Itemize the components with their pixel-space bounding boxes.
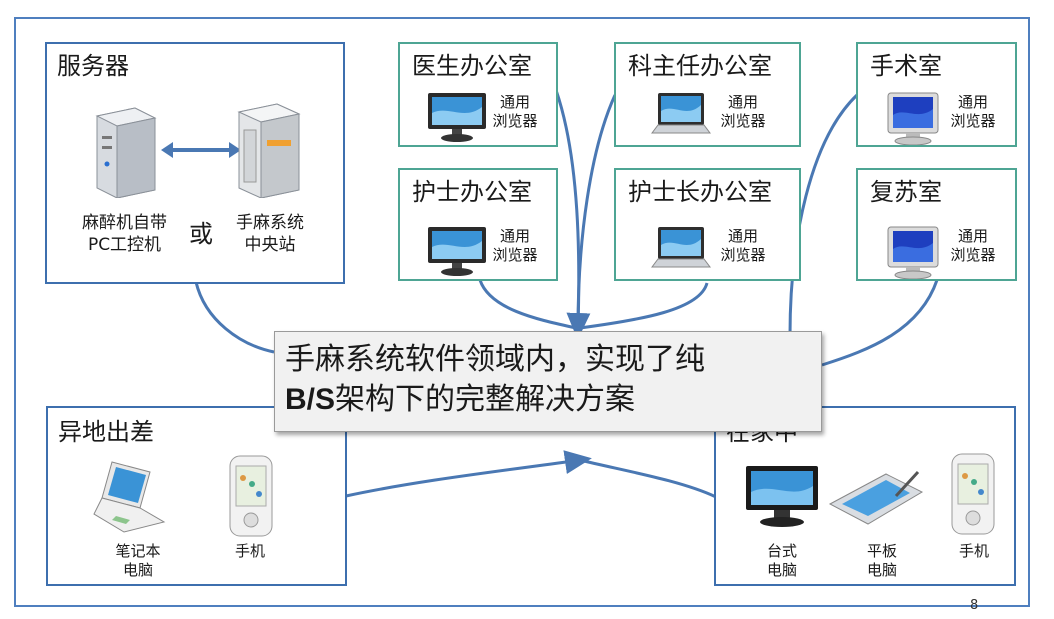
room-box: 护士办公室通用浏览器 — [398, 168, 558, 281]
solution-banner: 手麻系统软件领域内，实现了纯 B/S架构下的完整解决方案 — [274, 331, 822, 432]
desktop-monitor-icon — [746, 466, 818, 527]
server-title: 服务器 — [57, 52, 129, 80]
pc-label: 麻醉机自带 PC工控机 — [82, 213, 167, 255]
outer-frame — [14, 17, 1030, 607]
connector-recovery — [821, 279, 939, 367]
connector-head-nurse-office — [579, 282, 709, 330]
room-title: 医生办公室 — [412, 52, 532, 80]
laptop-icon — [650, 225, 712, 277]
browser-label: 通用浏览器 — [720, 93, 766, 130]
home-phone-label: 手机 — [958, 542, 989, 560]
server-tower-icon — [95, 107, 157, 198]
room-title: 复苏室 — [870, 178, 942, 206]
connector-or — [788, 93, 859, 336]
browser-label: 通用浏览器 — [950, 93, 996, 130]
connector-director-office — [576, 94, 617, 329]
tablet-icon — [828, 470, 924, 525]
room-box: 医生办公室通用浏览器 — [398, 42, 558, 147]
browser-label: 通用浏览器 — [950, 227, 996, 264]
room-box: 护士长办公室通用浏览器 — [614, 168, 801, 281]
home-phone-icon — [951, 453, 995, 535]
room-title: 护士长办公室 — [628, 178, 772, 206]
laptop-icon — [650, 91, 712, 143]
or-text: 或 — [189, 220, 213, 248]
central-station-icon — [237, 103, 301, 198]
connector-remote — [345, 450, 592, 498]
remote-box: 异地出差 笔记本 电脑 手机 — [46, 406, 347, 586]
room-box: 复苏室通用浏览器 — [856, 168, 1017, 281]
room-box: 手术室通用浏览器 — [856, 42, 1017, 147]
room-title: 护士办公室 — [412, 178, 532, 206]
monitor-icon — [426, 225, 488, 281]
room-title: 手术室 — [870, 52, 942, 80]
crt-icon — [884, 225, 946, 283]
connector-home — [579, 458, 717, 499]
double-arrow-icon — [161, 142, 241, 158]
remote-title: 异地出差 — [58, 418, 154, 446]
banner-line2-rest: 架构下的完整解决方案 — [335, 382, 636, 417]
home-box: 在家中 台式 电脑 平板 电脑 手机 — [714, 406, 1016, 586]
phone-icon — [229, 455, 273, 537]
banner-bs: B/S — [285, 383, 336, 416]
browser-label: 通用浏览器 — [492, 227, 538, 264]
banner-line1: 手麻系统软件领域内，实现了纯 — [285, 342, 705, 377]
room-title: 科主任办公室 — [628, 52, 772, 80]
notebook-label: 笔记本 电脑 — [115, 542, 161, 579]
notebook-icon — [93, 461, 166, 533]
page-number: 8 — [970, 598, 979, 613]
desktop-label: 台式 电脑 — [766, 542, 797, 579]
banner-line2: B/S架构下的完整解决方案 — [285, 380, 821, 420]
remote-phone-label: 手机 — [234, 542, 265, 560]
browser-label: 通用浏览器 — [720, 227, 766, 264]
browser-label: 通用浏览器 — [492, 93, 538, 130]
monitor-icon — [426, 91, 488, 147]
crt-icon — [884, 91, 946, 149]
connector-doctor-office — [554, 89, 591, 340]
connector-nurse-office — [478, 279, 577, 330]
connector-server — [194, 281, 275, 354]
server-box: 服务器 麻醉机自带 PC工控机 或 手麻系统 中央站 — [45, 42, 345, 284]
central-station-label: 手麻系统 中央站 — [236, 213, 304, 255]
tablet-label: 平板 电脑 — [866, 542, 897, 579]
room-box: 科主任办公室通用浏览器 — [614, 42, 801, 147]
